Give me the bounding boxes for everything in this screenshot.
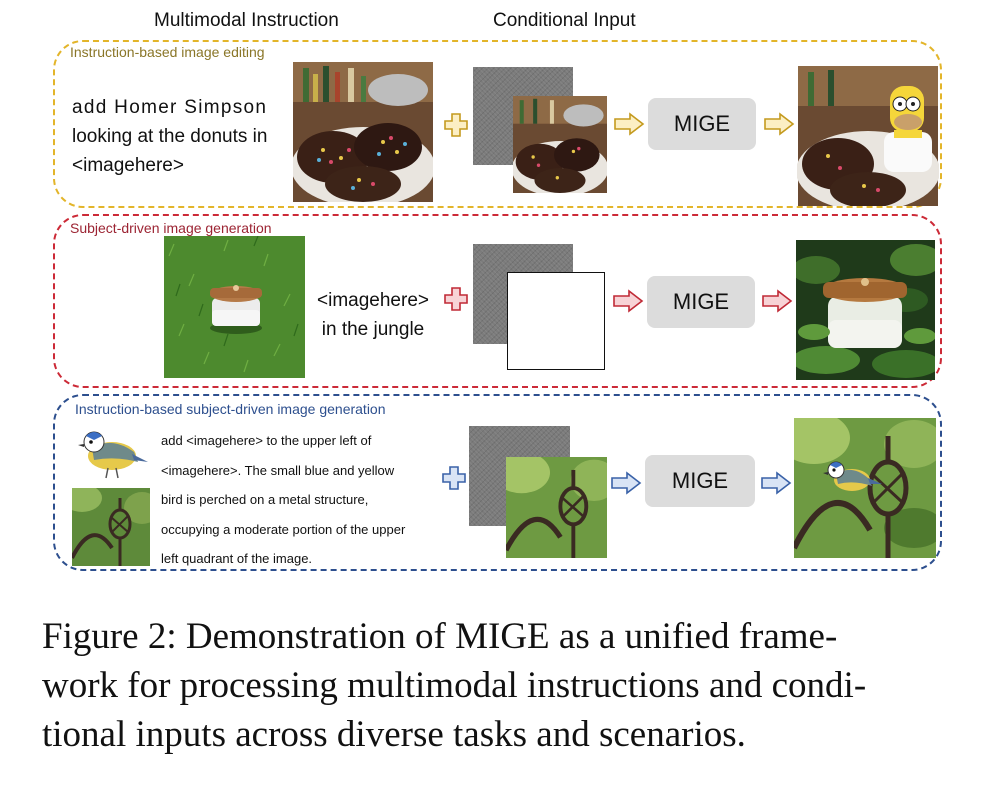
conditional-input-header: Conditional Input <box>493 10 636 31</box>
instruction-line: in the jungle <box>321 319 425 340</box>
subject-driven-instruction: <imagehere> in the jungle <box>313 286 433 344</box>
bird-subject-photo <box>72 418 150 484</box>
mige-model-box: MIGE <box>648 98 756 150</box>
arrow-icon <box>613 289 644 313</box>
donuts-source-photo <box>293 62 433 202</box>
instruction-line: bird is perched on a metal structure, <box>161 492 369 507</box>
panel-instruction-subject-driven-label: Instruction-based subject-driven image g… <box>75 401 386 417</box>
plus-icon <box>444 113 468 137</box>
blank-condition-image <box>507 272 605 370</box>
instruction-line: add <imagehere> to the upper left of <box>161 433 372 448</box>
caption-line: work for processing multimodal instructi… <box>42 665 867 706</box>
instruction-line: <imagehere> <box>317 290 429 311</box>
mige-model-box: MIGE <box>647 276 755 328</box>
panel-subject-driven-label: Subject-driven image generation <box>70 220 272 236</box>
mige-model-box: MIGE <box>645 455 755 507</box>
figure-caption: Figure 2: Demonstration of MIGE as a uni… <box>42 612 972 759</box>
arrow-icon <box>611 471 642 495</box>
multimodal-instruction-header: Multimodal Instruction <box>154 10 339 31</box>
panel-image-editing-label: Instruction-based image editing <box>70 44 265 60</box>
arrow-icon <box>761 471 792 495</box>
instruction-line: looking at the donuts in <box>72 126 268 147</box>
instruction-line: add Homer Simpson <box>72 97 268 118</box>
metal-structure-photo <box>72 488 150 566</box>
caption-line: Figure 2: Demonstration of MIGE as a uni… <box>42 616 838 657</box>
metal-condition-photo <box>506 457 607 558</box>
donuts-condition-photo <box>513 96 607 193</box>
arrow-icon <box>614 112 645 136</box>
instruction-line: left quadrant of the image. <box>161 551 313 566</box>
jar-subject-photo <box>164 236 305 378</box>
plus-icon <box>442 466 466 490</box>
instruction-subject-driven-text: add <imagehere> to the upper left of <im… <box>161 426 405 574</box>
edited-output-photo <box>797 66 939 206</box>
instruction-line: <imagehere>. The small blue and yellow <box>161 462 395 478</box>
image-editing-instruction: add Homer Simpson looking at the donuts … <box>72 93 267 180</box>
plus-icon <box>444 287 468 311</box>
panel-image-editing <box>53 40 942 208</box>
bird-output-photo <box>794 418 936 558</box>
arrow-icon <box>762 289 793 313</box>
instruction-line: <imagehere> <box>72 155 184 176</box>
caption-line: tional inputs across diverse tasks and s… <box>42 714 746 755</box>
instruction-line: occupying a moderate portion of the uppe… <box>161 521 406 537</box>
panel-subject-driven <box>53 214 942 388</box>
panel-instruction-subject-driven <box>53 394 942 571</box>
arrow-icon <box>764 112 795 136</box>
jungle-output-photo <box>796 240 935 380</box>
